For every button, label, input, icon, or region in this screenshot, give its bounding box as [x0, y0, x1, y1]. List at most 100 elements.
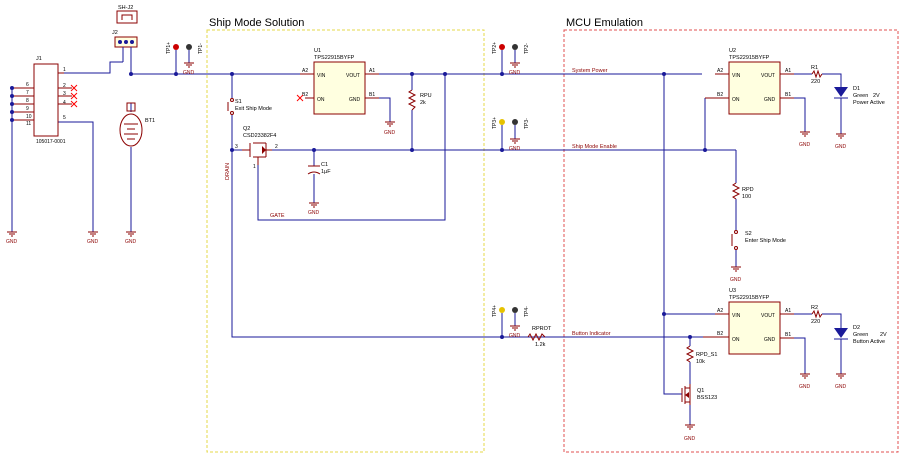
rpd-resistor: RPD 100 [731, 182, 754, 200]
svg-text:GND: GND [684, 436, 696, 442]
junction-dots [129, 72, 707, 339]
svg-text:2: 2 [63, 83, 66, 89]
svg-text:VIN: VIN [732, 313, 741, 319]
tp4p-icon [499, 307, 505, 313]
svg-text:VOUT: VOUT [346, 73, 360, 79]
q1-mosfet: Q1 BSS123 [681, 384, 717, 405]
svg-text:5: 5 [63, 115, 66, 121]
gnd-icon: GND [125, 231, 137, 245]
svg-text:10: 10 [26, 114, 32, 120]
tp1p-label: TP1+ [166, 42, 172, 54]
svg-text:6: 6 [26, 82, 29, 88]
svg-text:GND: GND [125, 239, 137, 245]
mcu-section-box [563, 29, 899, 453]
wire-u1-gnd [365, 97, 391, 122]
svg-text:3: 3 [235, 144, 238, 150]
gnd-icon: GND [308, 202, 320, 216]
resistor-icon [527, 332, 546, 342]
tp4m-icon [512, 307, 518, 313]
wire-j1-pin1 [58, 61, 123, 74]
resistor-icon [731, 182, 741, 200]
wire-u2-gnd [780, 97, 806, 132]
ground-symbols: GND GND GND GND GND GND GND GND GND GND … [6, 62, 847, 442]
s2-ref: S2 [745, 231, 752, 237]
svg-text:GND: GND [183, 70, 195, 76]
s2-switch: S2 Enter Ship Mode [731, 230, 786, 250]
rpd-s1-ref: RPD_S1 [696, 352, 717, 358]
ship-mode-section-title: Ship Mode Solution [209, 17, 304, 29]
u3-part: TPS22915BYFP [729, 295, 770, 301]
svg-text:A1: A1 [785, 308, 791, 314]
sh-j2-label: SH-J2 [118, 5, 133, 11]
wire-r1-d1 [822, 73, 842, 87]
svg-text:1: 1 [63, 67, 66, 73]
svg-text:2: 2 [275, 144, 278, 150]
gnd-icon: GND [730, 266, 742, 283]
svg-text:ON: ON [732, 337, 740, 343]
svg-text:B2: B2 [717, 92, 723, 98]
u1-body [313, 61, 366, 115]
j2-ref: J2 [112, 30, 118, 36]
mcu-section-title: MCU Emulation [566, 17, 643, 29]
d2-color: Green [853, 332, 868, 338]
resistor-icon [407, 89, 417, 111]
svg-text:GND: GND [349, 97, 361, 103]
j1-connector: J1 1 2 3 4 5 6 7 8 9 10 11 105017-0001 [10, 56, 78, 145]
gnd-icon: GND [799, 373, 811, 390]
svg-text:11: 11 [26, 121, 31, 127]
rpd-s1-resistor: RPD_S1 10k [685, 345, 717, 365]
led-icon [834, 328, 848, 338]
d1-ref: D1 [853, 86, 860, 92]
svg-text:VIN: VIN [317, 73, 326, 79]
d1-vf: 2V [873, 93, 880, 99]
tp4m-label: TP4- [524, 306, 530, 317]
u1-ref: U1 [314, 48, 321, 54]
svg-text:GND: GND [384, 130, 396, 136]
svg-text:A1: A1 [785, 68, 791, 74]
svg-text:GND: GND [799, 384, 811, 390]
svg-text:GND: GND [764, 97, 776, 103]
u1-load-switch: U1 TPS22915BYFP A2 A1 B2 B1 VIN VOUT ON … [296, 48, 379, 115]
svg-text:GND: GND [764, 337, 776, 343]
tp2p-label: TP2+ [492, 42, 498, 54]
r2-resistor: R2 220 [811, 305, 823, 325]
svg-text:GND: GND [509, 333, 521, 339]
s2-label: Enter Ship Mode [745, 238, 786, 244]
tp1m-label: TP1- [198, 43, 204, 54]
q2-part: CSD23382F4 [243, 133, 276, 139]
q2-mosfet: Q2 CSD23382F4 3 2 1 [235, 126, 278, 170]
wire-gate-loop [257, 74, 446, 221]
svg-text:ON: ON [732, 97, 740, 103]
u2-body [728, 61, 781, 115]
r2-ref: R2 [811, 305, 818, 311]
svg-text:VOUT: VOUT [761, 313, 775, 319]
svg-text:GND: GND [509, 70, 521, 76]
d1-led: D1 Green 2V Power Active [834, 86, 885, 106]
svg-text:B1: B1 [785, 332, 791, 338]
d2-ref: D2 [853, 325, 860, 331]
tp3p-icon [499, 119, 505, 125]
svg-text:GND: GND [308, 210, 320, 216]
svg-text:A2: A2 [717, 68, 723, 74]
gate-net-label: GATE [270, 213, 285, 219]
svg-text:A2: A2 [302, 68, 308, 74]
q2-ref: Q2 [243, 126, 250, 132]
resistor-icon [811, 309, 823, 319]
c1-value: 1µF [321, 169, 331, 175]
svg-text:1: 1 [253, 164, 256, 170]
u2-part: TPS22915BYFP [729, 55, 770, 61]
wire-u3-gnd [780, 337, 806, 374]
tp3m-label: TP3- [524, 118, 530, 129]
svg-text:A2: A2 [717, 308, 723, 314]
gnd-icon: GND [835, 373, 847, 390]
d2-label: Button Active [853, 339, 885, 345]
resistor-icon [685, 345, 695, 363]
u3-ref: U3 [729, 288, 736, 294]
u2-ref: U2 [729, 48, 736, 54]
gnd-icon: GND [384, 121, 396, 136]
svg-text:GND: GND [730, 277, 742, 283]
wire-r2-d2 [822, 313, 842, 328]
tp3m-icon [512, 119, 518, 125]
rprot-resistor: RPROT 1.2k [527, 326, 552, 348]
